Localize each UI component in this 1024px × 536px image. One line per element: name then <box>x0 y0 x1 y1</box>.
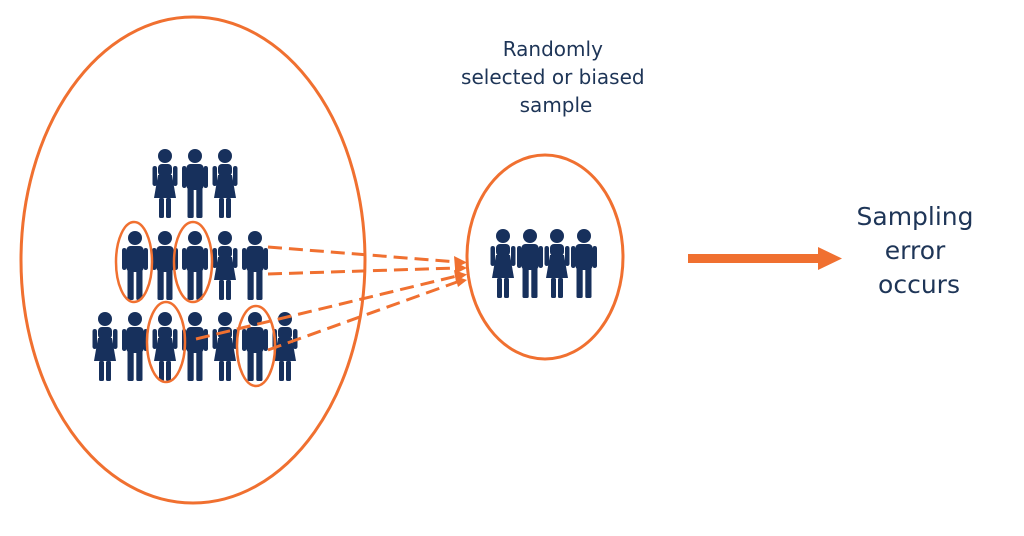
dashed-arrow <box>267 245 458 264</box>
selection-arrows <box>195 245 458 352</box>
result-label-line: occurs <box>878 270 960 299</box>
dashed-arrow <box>267 266 458 276</box>
dashed-arrow <box>267 280 458 352</box>
selection-highlights <box>114 220 277 388</box>
selected-person-highlight <box>114 220 154 304</box>
sample-icon <box>490 229 597 298</box>
selected-person-highlight <box>145 300 187 384</box>
result-label: Sampling error occurs <box>857 202 982 299</box>
arrowheads <box>454 256 467 287</box>
result-label-line: error <box>885 236 946 265</box>
selected-person-highlight <box>172 220 214 304</box>
population-ellipse <box>19 15 367 505</box>
sample-label-line: selected or biased <box>461 65 645 89</box>
sample-label-line: sample <box>520 93 593 117</box>
sample-label: Randomly selected or biased sample <box>461 37 651 117</box>
population-icon <box>92 149 298 381</box>
result-label-line: Sampling <box>857 202 974 231</box>
arrow-right-icon <box>688 247 842 270</box>
dashed-arrow <box>195 274 458 341</box>
sample-label-line: Randomly <box>503 37 603 61</box>
sample-ellipse <box>465 153 625 361</box>
